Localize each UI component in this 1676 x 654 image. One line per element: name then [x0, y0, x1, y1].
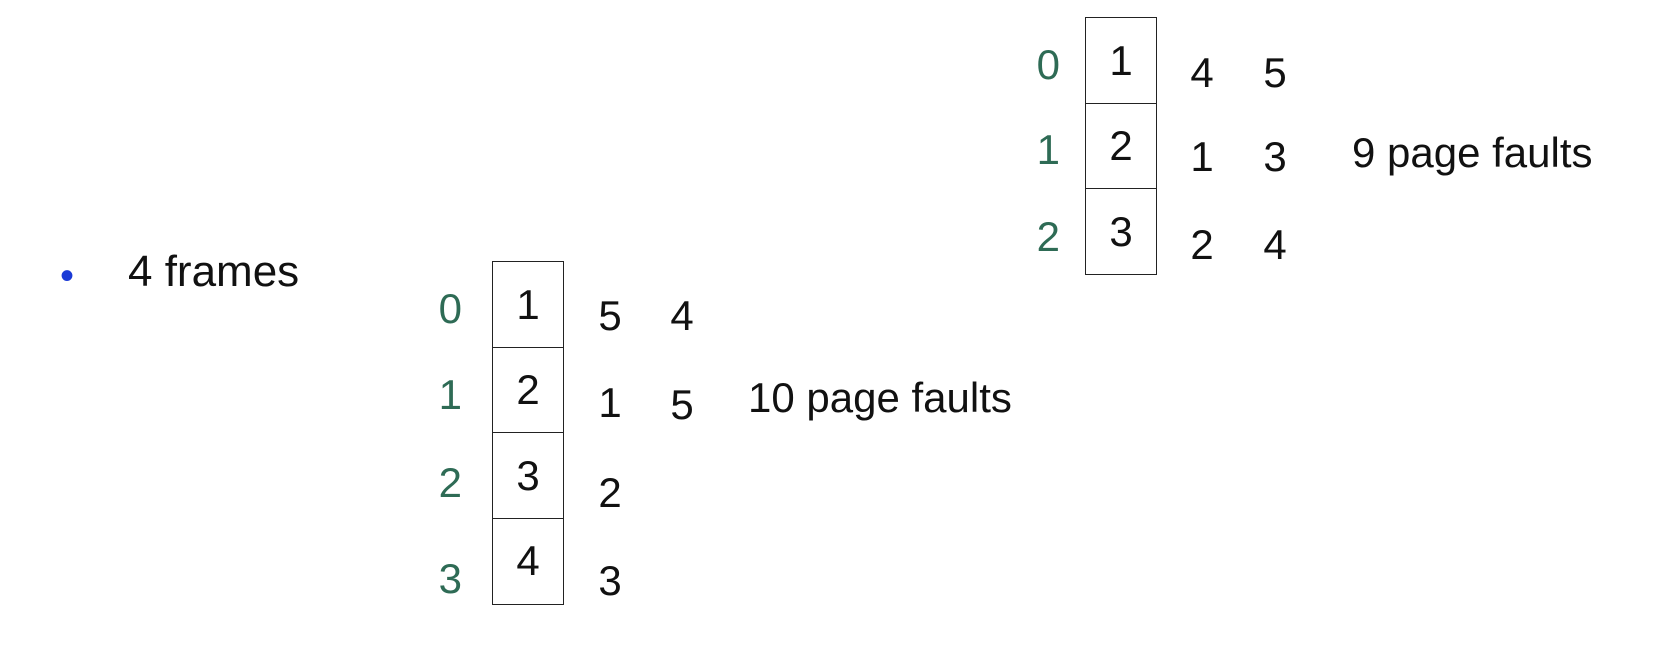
frame-index: 1 — [1036, 126, 1060, 173]
replacement-page: 4 — [1190, 49, 1214, 96]
frame-cell: 1 — [492, 261, 564, 348]
replacement-page: 4 — [1263, 221, 1287, 268]
replacement-page: 3 — [1263, 133, 1287, 180]
frame-cell: 2 — [1085, 102, 1157, 190]
frame-column: 1 2 3 — [1085, 17, 1157, 275]
bullet-label: 4 frames — [128, 247, 300, 296]
frame-index: 2 — [1036, 213, 1060, 260]
frame-cell: 2 — [492, 346, 564, 434]
frame-cell: 4 — [492, 517, 564, 605]
frame-index: 2 — [438, 459, 462, 506]
replacement-page: 5 — [598, 292, 622, 339]
frame-index: 1 — [438, 371, 462, 418]
frame-cell: 1 — [1085, 17, 1157, 104]
replacement-page: 1 — [1190, 133, 1214, 180]
replacement-page: 4 — [670, 292, 694, 339]
replacement-page: 1 — [598, 379, 622, 426]
frame-cell: 3 — [492, 432, 564, 519]
replacement-page: 2 — [1190, 221, 1214, 268]
frame-index: 0 — [1036, 41, 1060, 88]
replacement-page: 3 — [598, 557, 622, 604]
replacement-page: 5 — [670, 381, 694, 428]
bullet-marker: • — [60, 254, 75, 298]
frame-index: 0 — [438, 285, 462, 332]
frame-column: 1 2 3 4 — [492, 261, 564, 605]
page-faults-label: 9 page faults — [1352, 129, 1593, 176]
frame-index: 3 — [438, 555, 462, 602]
frame-cell: 3 — [1085, 188, 1157, 275]
replacement-page: 2 — [598, 469, 622, 516]
replacement-page: 5 — [1263, 49, 1287, 96]
page-faults-label: 10 page faults — [748, 374, 1012, 421]
